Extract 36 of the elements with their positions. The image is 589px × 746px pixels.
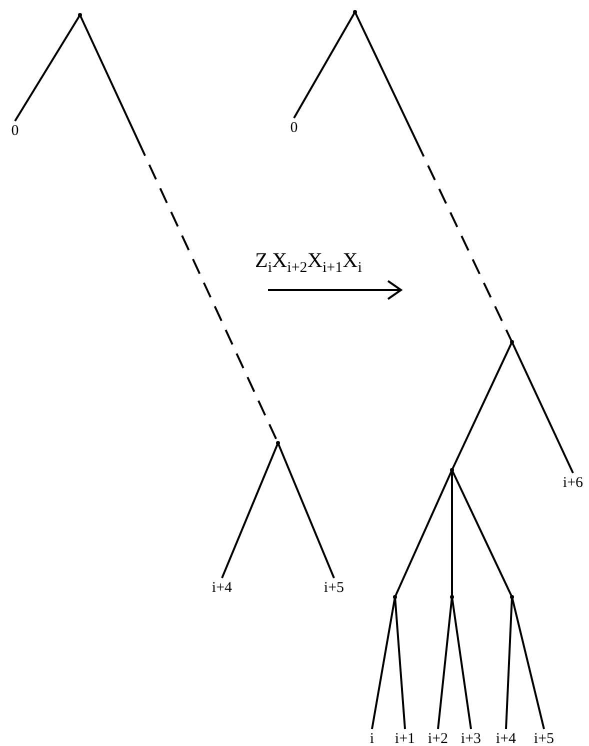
leaf-label: 0 [290, 120, 298, 136]
tree-branch [451, 470, 513, 598]
tree-branch [221, 442, 279, 578]
branch-point [393, 595, 397, 599]
tree-branch [14, 14, 81, 122]
branch-point [450, 468, 454, 472]
leaf-label: i+5 [324, 580, 344, 596]
tree-branch [394, 470, 453, 598]
tree-branch [451, 596, 472, 730]
tree-branch [451, 470, 453, 597]
leaf-label: 0 [11, 123, 19, 139]
leaf-label: i+1 [394, 731, 416, 746]
leaf-label: i+6 [562, 475, 584, 491]
branch-point [276, 441, 280, 445]
leaf-label: i+4 [212, 580, 232, 596]
tree-branch [451, 342, 513, 470]
tree-branch [354, 12, 513, 342]
branch-point [510, 595, 514, 599]
tree-branch [511, 596, 545, 730]
tree-branch [437, 596, 453, 730]
branch-point [510, 340, 514, 344]
tree-branch [277, 442, 335, 578]
tree-branch [511, 342, 574, 474]
branch-point [353, 10, 357, 14]
tree-branch [394, 596, 406, 730]
leaf-label: i [370, 731, 374, 746]
tree-branch [505, 596, 513, 730]
leaf-label: i+2 [428, 731, 448, 746]
operator-label: Z$_{i}$X$_{i+2}$X$_{i+1}$X$_{i}$ [255, 248, 362, 278]
branch-point [78, 13, 82, 17]
tree-branch [293, 12, 356, 118]
leaf-label: i+3 [460, 731, 482, 746]
leaf-label: i+5 [534, 731, 554, 746]
branch-point [450, 595, 454, 599]
tree-branch [371, 596, 396, 730]
leaf-label: i+4 [496, 731, 516, 746]
